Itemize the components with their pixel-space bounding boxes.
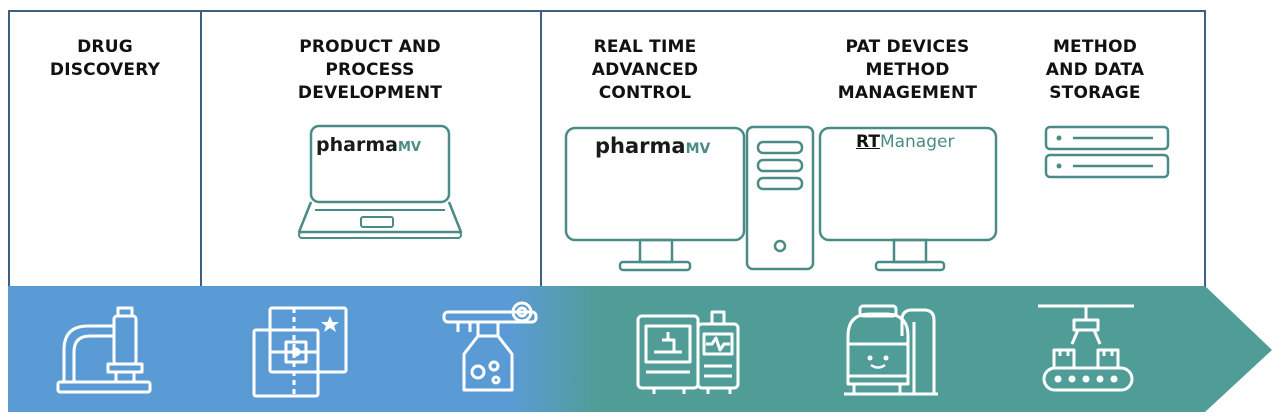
desktop-monitor-icon xyxy=(564,126,746,272)
microscope-icon xyxy=(56,306,152,394)
process-flow-arrow xyxy=(8,286,1272,412)
lab-analyzer-icon xyxy=(636,310,740,394)
pharmamv-logo-monitor: pharmaMV xyxy=(595,134,711,158)
design-plans-icon xyxy=(252,306,348,398)
laptop-icon xyxy=(297,124,463,239)
computer-tower-icon xyxy=(745,125,815,271)
rtmanager-logo: RTManager xyxy=(856,132,955,152)
bioreactor-icon xyxy=(442,301,538,392)
panel-product-development xyxy=(200,10,542,288)
pharmamv-logo-laptop: pharmaMV xyxy=(316,134,421,156)
panel-drug-discovery xyxy=(8,10,202,288)
assembly-line-icon xyxy=(1038,304,1134,392)
server-storage-icon xyxy=(1044,125,1170,179)
desktop-monitor-icon xyxy=(818,126,998,272)
mixer-tank-icon xyxy=(844,304,938,396)
